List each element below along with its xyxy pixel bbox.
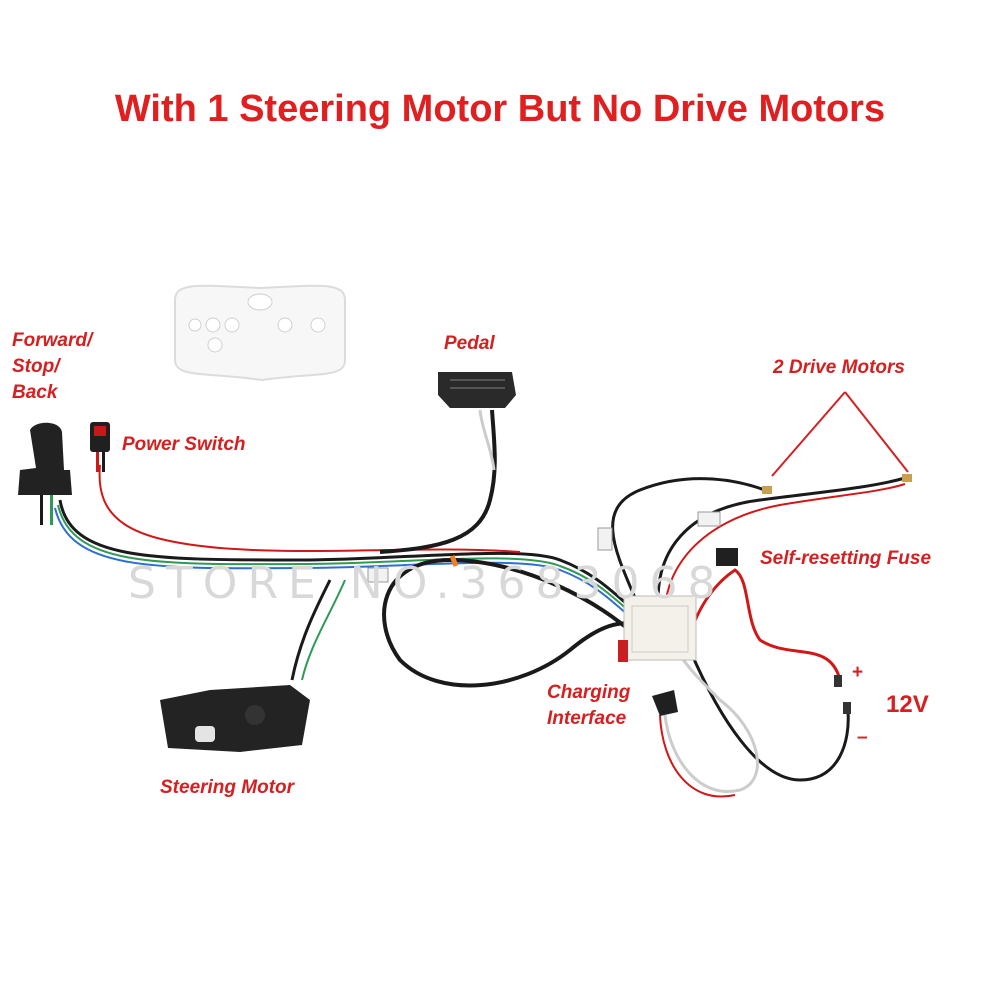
motor-plug-left [762,486,772,494]
drive-motors-label: 2 Drive Motors [773,357,905,378]
charging-interface-label: Charging Interface [547,680,630,732]
pedal-wire-white [478,409,496,471]
orange-band [449,555,459,567]
drive-motors-leader-left [771,391,846,477]
remote-control [174,284,346,382]
battery-negative-wire [688,649,850,782]
steering-wire-black [290,579,332,681]
negative-sign: – [857,727,868,748]
power-switch-label: Power Switch [122,434,246,455]
connector-drive-b [697,511,721,527]
gear-shifter [18,422,72,525]
pedal [438,372,516,408]
fuse-wire-red [686,568,842,681]
power-switch [90,422,110,472]
drive-motor-wire-a [611,477,771,611]
motor-plug-right [902,474,912,482]
drive-motors-leader-right [844,391,909,473]
charging-wire-white [663,654,759,793]
self-resetting-fuse-label: Self-resetting Fuse [760,548,932,569]
drive-motor-wire-red [663,483,906,626]
drive-motor-wire-b [656,476,906,621]
self-resetting-fuse [716,548,738,566]
pedal-wire [379,409,497,554]
loop-harness [382,557,642,688]
steering-wire-green [301,579,346,681]
connector-main [367,567,389,583]
controller-module [618,595,697,662]
steering-motor [160,685,310,752]
charging-interface-plug [652,690,678,716]
pedal-label: Pedal [444,333,495,354]
forward-stop-back-text: Forward/ Stop/ Back [12,330,93,403]
main-harness-black [58,499,641,617]
page-title: With 1 Steering Motor But No Drive Motor… [114,88,886,130]
charging-interface-text: Charging Interface [547,682,631,729]
battery-negative-terminal [843,702,851,714]
positive-sign: + [852,662,864,683]
power-switch-wire-red [98,464,521,553]
store-watermark: STORE NO.3683068 [128,558,726,609]
connector-drive-a [597,527,613,551]
charging-wire-red [659,714,736,798]
main-harness-green [57,504,641,621]
battery-positive-terminal [834,675,842,687]
main-harness-blue [54,507,641,626]
steering-motor-label: Steering Motor [160,777,295,798]
voltage-label: 12V [886,691,929,718]
forward-stop-back-label: Forward/ Stop/ Back [12,328,92,406]
